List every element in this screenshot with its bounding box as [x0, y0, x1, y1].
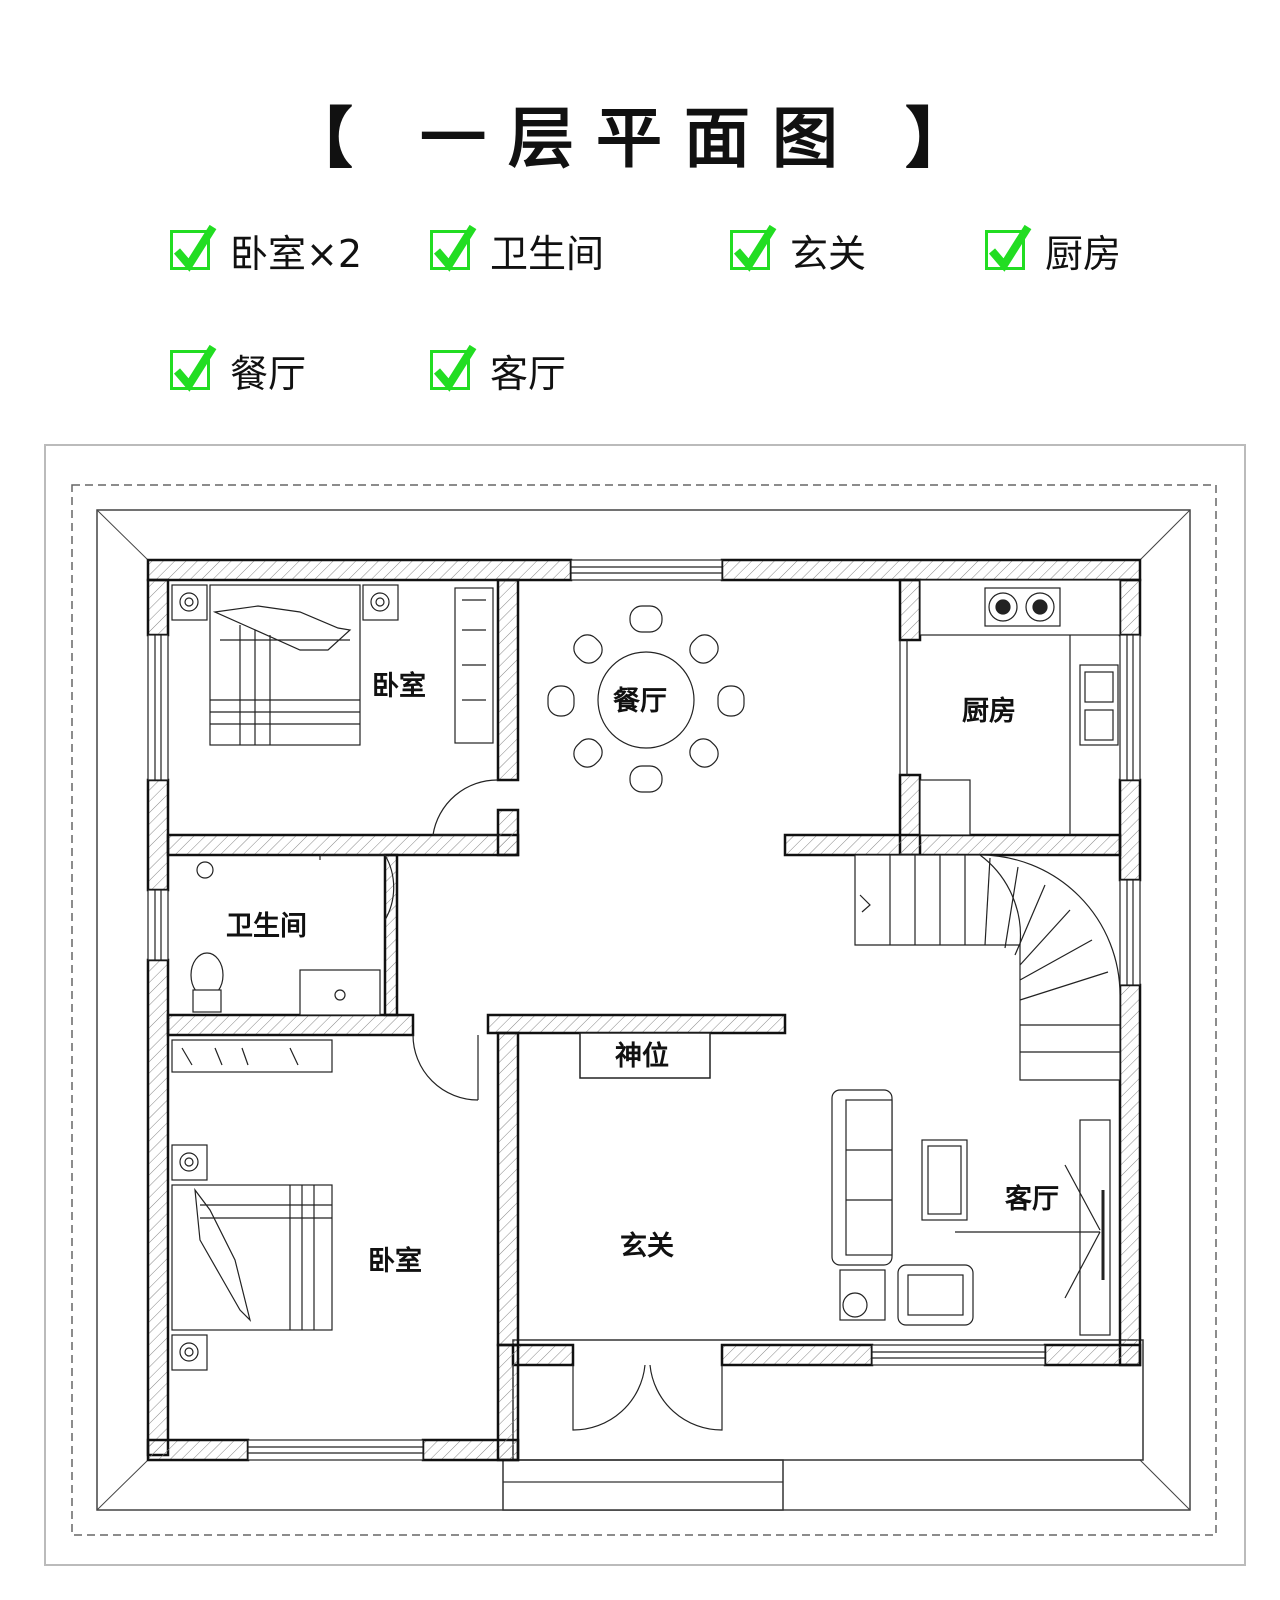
- feature-kitchen: 厨房: [985, 224, 1122, 276]
- checkmark-icon: [170, 224, 217, 272]
- feature-dining: 餐厅: [170, 344, 307, 396]
- page-title: 【 一层平面图 】: [287, 100, 993, 177]
- room-label-kitchen: 厨房: [962, 696, 1016, 727]
- feature-living: 客厅: [430, 344, 567, 396]
- room-label-dining: 餐厅: [613, 686, 667, 717]
- feature-label: 卫生间: [490, 231, 605, 276]
- feature-label: 客厅: [490, 351, 567, 396]
- feature-bedroom: 卧室×2: [170, 224, 363, 276]
- feature-label: 玄关: [790, 231, 867, 276]
- windows: [147, 559, 1141, 1461]
- room-label-bathroom: 卫生间: [226, 911, 307, 942]
- room-label-foyer: 玄关: [620, 1230, 674, 1262]
- plan-border: [44, 444, 1246, 1566]
- checkmark-icon: [985, 224, 1032, 272]
- entry-step: [502, 1459, 784, 1511]
- room-label-shrine: 神位: [615, 1040, 669, 1072]
- living-furniture: [831, 1089, 1111, 1336]
- staircase: [854, 854, 1121, 1081]
- walls: [146, 558, 1142, 1462]
- doors: [319, 640, 908, 1431]
- room-label-bedroom-bottom: 卧室: [368, 1245, 422, 1277]
- bathroom-fixtures: [190, 861, 381, 1016]
- checkmark-icon: [430, 344, 477, 392]
- feature-label: 厨房: [1045, 231, 1122, 276]
- bed-top: [171, 584, 494, 746]
- checkmark-icon: [170, 344, 217, 392]
- dining-table: [547, 605, 745, 793]
- feature-bathroom: 卫生间: [430, 224, 605, 276]
- shrine-table: [579, 1032, 711, 1079]
- feature-label: 餐厅: [230, 351, 307, 396]
- bed-bottom: [171, 1039, 333, 1371]
- feature-label: 卧室×2: [230, 231, 363, 276]
- feature-foyer: 玄关: [730, 224, 867, 276]
- checkmark-icon: [730, 224, 777, 272]
- site-boundary: [71, 484, 1217, 1536]
- checkmark-icon: [430, 224, 477, 272]
- room-label-bedroom-top: 卧室: [372, 670, 426, 702]
- kitchen-fixtures: [919, 579, 1121, 836]
- room-label-living: 客厅: [1005, 1183, 1059, 1215]
